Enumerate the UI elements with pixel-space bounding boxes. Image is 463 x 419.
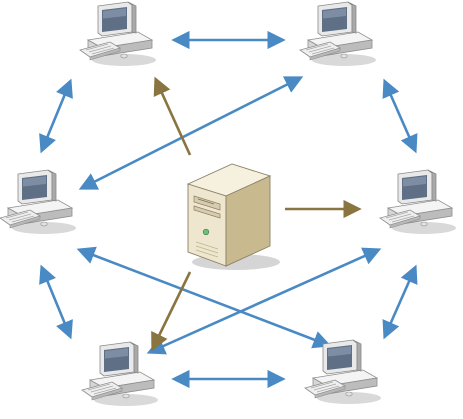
- desktop-computer-icon-top-left: [79, 1, 157, 67]
- peer-links: [39, 30, 418, 389]
- server-links: [151, 76, 362, 352]
- desktop-computer-icon-top-right: [299, 1, 377, 67]
- peer-link-right-lower: [382, 264, 418, 340]
- peer-link-diagonal-mid-right-to-bottom-left: [146, 247, 382, 355]
- desktop-computer-icon-mid-right: [379, 169, 457, 235]
- server-link-to-bottom-left: [151, 271, 192, 352]
- desktop-computer-icon-bottom-right: [304, 339, 382, 405]
- server-link-to-top-left: [153, 76, 192, 156]
- peer-link-diagonal-top-right-to-mid-left: [78, 76, 304, 190]
- server-tower-icon: [186, 163, 280, 270]
- desktop-computer-icon-mid-left: [0, 169, 77, 235]
- peer-link-left-upper: [39, 78, 73, 154]
- desktop-computer-icon-bottom-left: [81, 341, 159, 407]
- peer-link-right-upper: [382, 78, 418, 154]
- peer-link-left-lower: [39, 264, 73, 340]
